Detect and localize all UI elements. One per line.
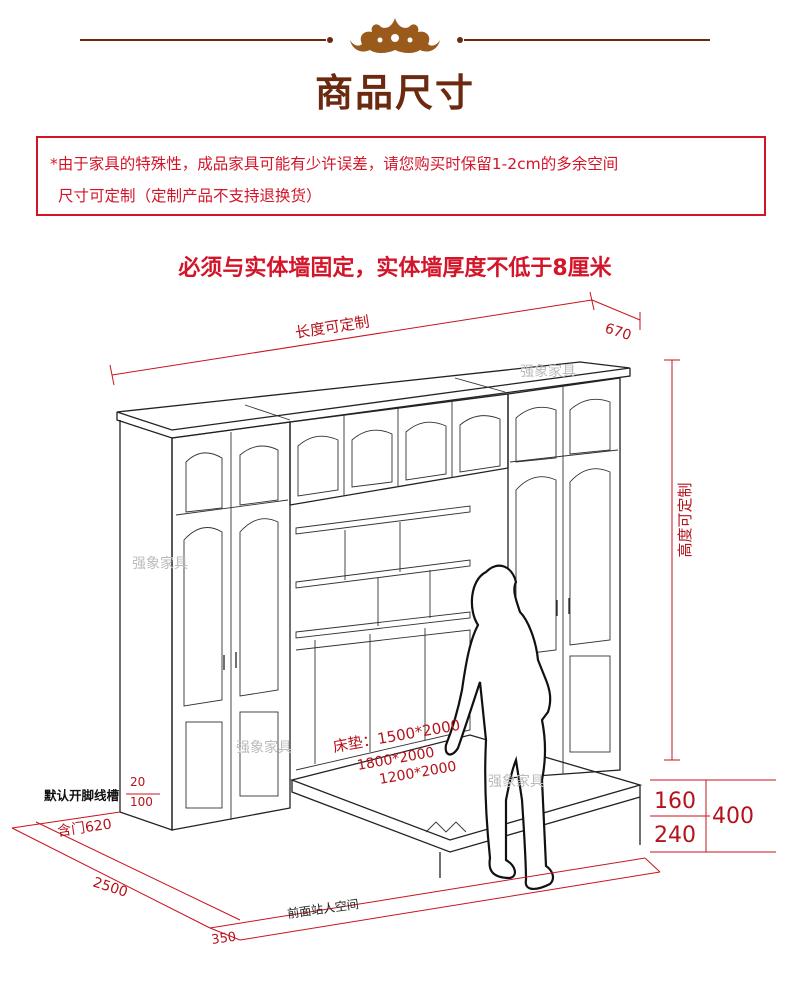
- wall-warning: 必须与实体墙固定，实体墙厚度不低于8厘米: [178, 256, 612, 281]
- notice-box: *由于家具的特殊性，成品家具可能有少许误差，请您购买时保留1-2cm的多余空间 …: [36, 136, 766, 216]
- standing-space-value: 350: [210, 930, 237, 948]
- leg-height-2: 240: [654, 823, 696, 848]
- ornament-scroll-icon: [350, 18, 440, 53]
- left-wardrobe: [171, 421, 291, 831]
- baseboard-value-1: 20: [130, 775, 145, 789]
- watermark-4: 强象家具: [520, 363, 576, 380]
- leg-height-1: 160: [654, 789, 696, 814]
- watermark-2: 强象家具: [236, 739, 292, 756]
- length-dimension: [109, 291, 641, 386]
- watermark-3: 强象家具: [488, 773, 544, 790]
- depth-label: 670: [603, 321, 633, 344]
- cabinet-left-side: [119, 420, 173, 831]
- watermark-1: 强象家具: [132, 555, 188, 572]
- baseboard-label: 默认开脚线槽: [44, 788, 120, 803]
- door-depth-label: 含门620: [56, 816, 112, 839]
- page-title: 商品尺寸: [314, 70, 475, 115]
- height-label: 高度可定制: [676, 482, 694, 557]
- center-top-cabinets: [289, 393, 509, 506]
- notice-line-2: 尺寸可定制（定制产品不支持退换货）: [58, 187, 322, 205]
- furniture-diagram: 长度可定制 670 高度可定制: [11, 291, 776, 948]
- bed-height-dimensions: [650, 779, 776, 853]
- notice-line-1: *由于家具的特殊性，成品家具可能有少许误差，请您购买时保留1-2cm的多余空间: [50, 155, 619, 173]
- header-ornament: [80, 18, 710, 53]
- length-label: 长度可定制: [294, 312, 371, 342]
- fold-bed: [289, 734, 643, 878]
- floor-dimensions: [11, 811, 661, 941]
- person-silhouette: [444, 564, 555, 890]
- height-dimension: [664, 359, 680, 761]
- standing-space-label: 前面站人空间: [286, 896, 359, 921]
- floor-depth-label: 2500: [91, 875, 130, 901]
- bed-height-total: 400: [712, 804, 754, 829]
- baseboard-value-2: 100: [130, 795, 153, 809]
- mattress-label: 床垫：1500*2000: [332, 716, 462, 756]
